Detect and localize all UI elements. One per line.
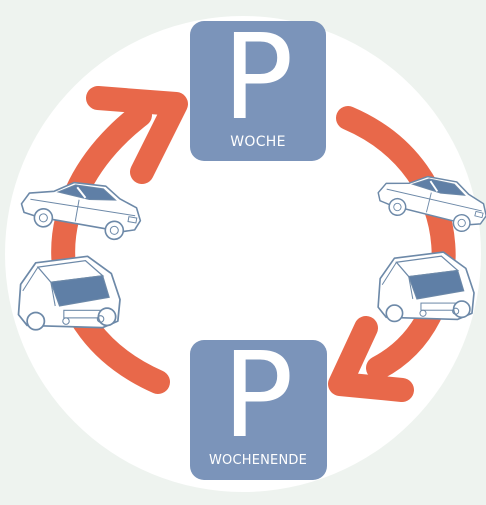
right-cycle-arrow-icon [328, 106, 456, 402]
weekend-sign-background [190, 340, 327, 480]
weekday-sign-background [190, 21, 326, 161]
weekday-sign-label: WOCHE [230, 134, 286, 150]
weekend-sign-letter: P [222, 326, 293, 464]
weekday-parking-sign: P WOCHE [190, 8, 326, 161]
weekend-parking-sign: P WOCHENENDE [190, 326, 327, 480]
weekend-sign-label: WOCHENENDE [209, 453, 307, 468]
weekday-sign-letter: P [222, 8, 293, 146]
